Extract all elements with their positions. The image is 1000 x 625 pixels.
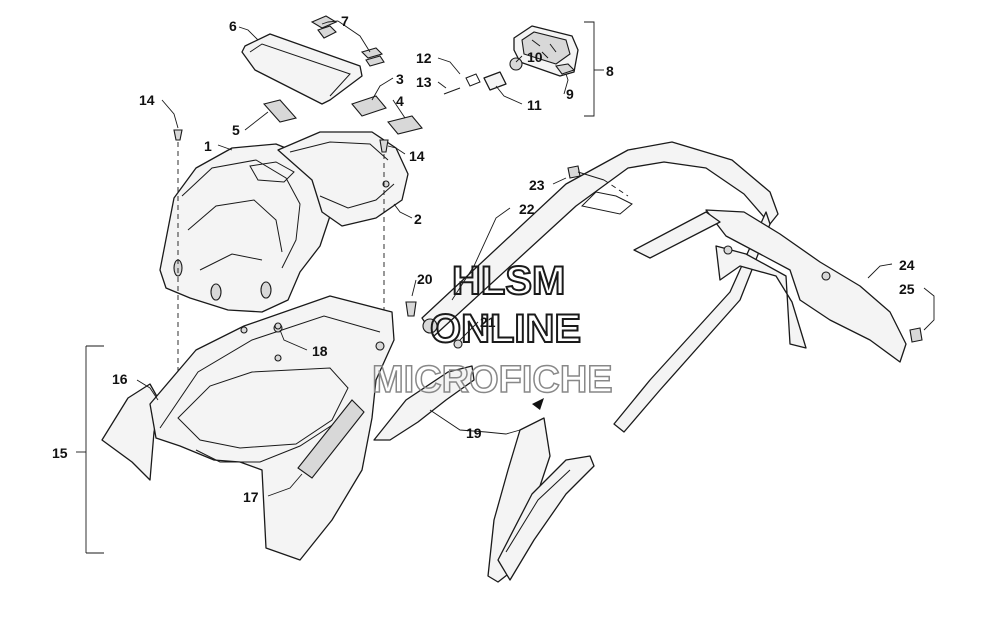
- callout-19: 19: [466, 425, 482, 441]
- callout-5: 5: [232, 122, 240, 138]
- callout-23: 23: [529, 177, 545, 193]
- part-15-rear-body: [149, 295, 395, 561]
- callout-8: 8: [606, 63, 614, 79]
- callout-2: 2: [414, 211, 422, 227]
- watermark-line-1: HLSM: [452, 259, 565, 303]
- callout-22: 22: [519, 201, 535, 217]
- watermark: HLSM ONLINE MICROFICHE: [371, 258, 613, 402]
- part-19-guard-upper: [373, 365, 475, 441]
- part-19-arrow-mark: [532, 398, 544, 410]
- part-11-socket: [483, 71, 507, 91]
- part-24-fender: [633, 209, 907, 363]
- watermark-line-3: MICROFICHE: [372, 359, 613, 401]
- bracket-8: [584, 21, 595, 117]
- callout-1: 1: [204, 138, 212, 154]
- callout-6: 6: [229, 18, 237, 34]
- part-8-taillight-housing: [513, 25, 579, 77]
- alignment-line-23: [603, 179, 629, 197]
- callout-4: 4: [396, 93, 404, 109]
- callout-10: 10: [527, 49, 543, 65]
- part-9-lens: [555, 63, 576, 75]
- part-3-decal: [351, 95, 387, 117]
- part-14-screw-left: [173, 129, 183, 141]
- callout-14-right: 14: [409, 148, 425, 164]
- part-18-nut: [274, 322, 282, 330]
- part-4-decal: [387, 115, 423, 135]
- callout-7: 7: [341, 13, 349, 29]
- callout-14-left: 14: [139, 92, 155, 108]
- part-23-bolt: [567, 165, 605, 181]
- leader-lines: [136, 20, 935, 497]
- part-12-washer: [465, 73, 481, 87]
- callout-16: 16: [112, 371, 128, 387]
- callout-18: 18: [312, 343, 328, 359]
- callout-21: 21: [480, 314, 496, 330]
- callout-25: 25: [899, 281, 915, 297]
- callout-12: 12: [416, 50, 432, 66]
- callout-11: 11: [527, 97, 542, 113]
- part-7-clips: [310, 15, 385, 67]
- callout-24: 24: [899, 257, 915, 273]
- part-13-screw: [443, 87, 461, 95]
- part-10-bulb: [509, 57, 523, 71]
- part-16-side-panel: [101, 383, 161, 481]
- part-6-plate: [241, 33, 363, 105]
- part-2-tray: [277, 131, 409, 227]
- callout-13: 13: [416, 74, 432, 90]
- part-20-bolt: [405, 301, 417, 317]
- part-14-screw-right: [379, 139, 389, 153]
- callout-9: 9: [566, 86, 574, 102]
- callout-17: 17: [243, 489, 259, 505]
- callout-20: 20: [417, 271, 433, 287]
- callout-labels: 6 7 3 4 5 14 1 14 2 12 13 10 11 9 8 23 2…: [52, 13, 915, 505]
- part-19-guard-lower: [487, 417, 595, 583]
- callout-3: 3: [396, 71, 404, 87]
- watermark-line-2: ONLINE: [430, 307, 581, 351]
- part-1-seat-cover: [159, 143, 333, 313]
- part-5-decal: [262, 99, 298, 123]
- part-25-bolt: [909, 327, 923, 343]
- callout-15: 15: [52, 445, 68, 461]
- part-21-nut: [453, 339, 463, 349]
